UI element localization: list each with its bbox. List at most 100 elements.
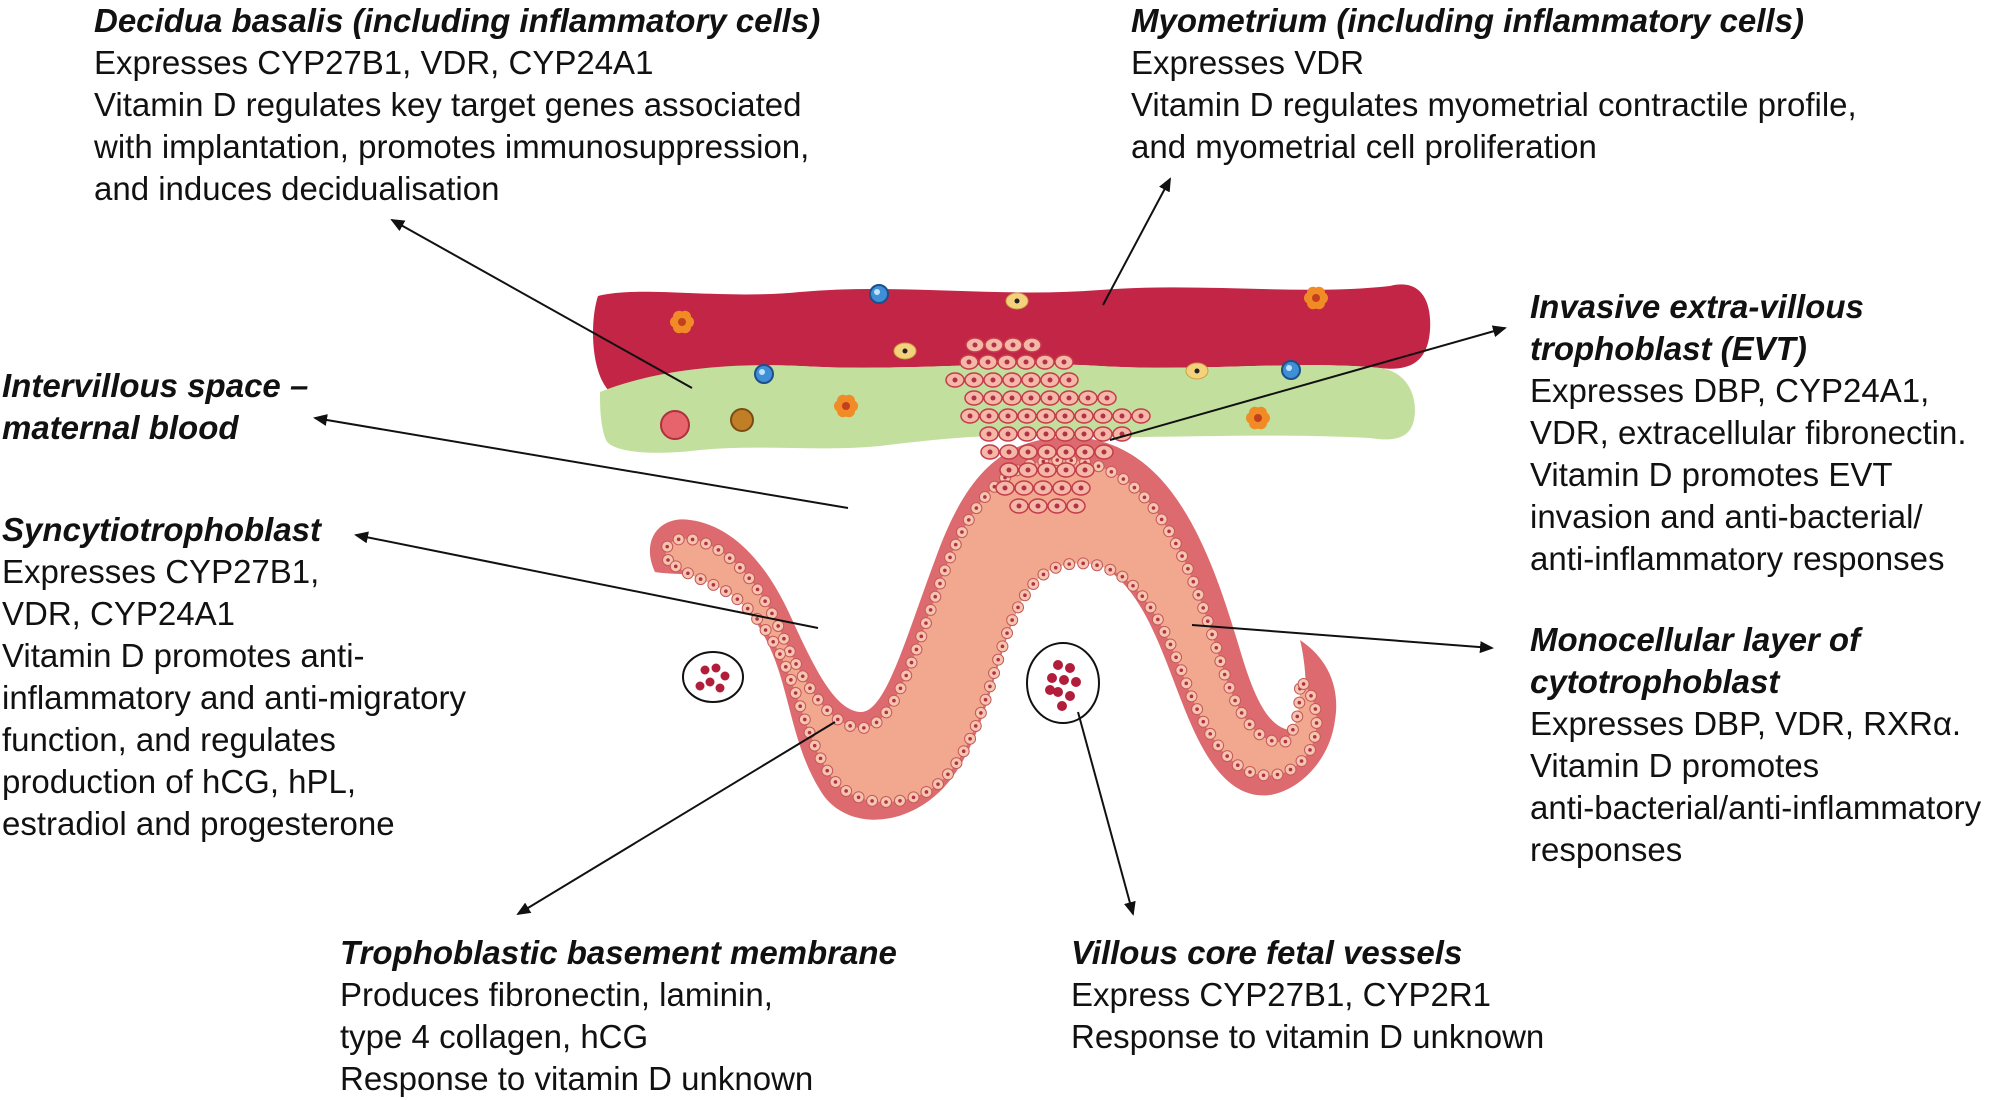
evt-nucleus: [966, 359, 972, 365]
evt-nucleus: [1005, 413, 1011, 419]
cell-highlight: [874, 289, 880, 295]
decidua-text-line: with implantation, promotes immunosuppre…: [94, 128, 810, 165]
evt-text-line: anti-inflammatory responses: [1530, 540, 1945, 577]
cell-nucleus: [1005, 631, 1009, 635]
cell-nucleus: [783, 664, 788, 669]
cell-nucleus: [1269, 738, 1274, 743]
cell-nucleus: [914, 647, 919, 652]
evt-nucleus: [1040, 485, 1046, 491]
cell-nucleus: [966, 518, 971, 522]
cell-nucleus: [992, 671, 996, 675]
evt-nucleus: [987, 449, 993, 455]
cell-nucleus: [961, 749, 966, 754]
cell-nucleus: [848, 724, 852, 728]
arrow-vessels: [1077, 711, 1136, 916]
cell-nucleus: [898, 798, 902, 803]
cell-nucleus: [1184, 681, 1189, 686]
cell-nucleus: [1067, 562, 1072, 566]
red-blood-cell: [700, 665, 710, 675]
cell-nucleus: [1216, 743, 1220, 748]
cell-nucleus: [816, 697, 820, 702]
cell-nucleus: [738, 565, 742, 570]
cell-nucleus: [948, 555, 952, 560]
cell-nucleus: [1055, 458, 1060, 462]
cell-nucleus: [898, 686, 903, 691]
evt-text-line: invasion and anti-bacterial/: [1530, 498, 1923, 535]
cell-nucleus: [1148, 605, 1153, 610]
evt-title-line: trophoblast (EVT): [1530, 330, 1807, 367]
cell-nucleus: [844, 789, 848, 793]
evt-nucleus: [1005, 431, 1011, 437]
evt-nucleus: [1025, 467, 1031, 473]
cell-nucleus: [1041, 459, 1046, 464]
cell-nucleus: [1191, 579, 1196, 584]
basement-title-line: Trophoblastic basement membrane: [340, 934, 897, 971]
cell-nucleus: [983, 495, 987, 499]
evt-nucleus: [1104, 395, 1110, 401]
cell-nucleus: [1208, 732, 1213, 736]
evt-nucleus: [986, 413, 992, 419]
cell-nucleus: [1041, 572, 1046, 577]
evt-nucleus: [1016, 503, 1022, 509]
cell-nucleus: [812, 743, 817, 748]
cell-nucleus: [735, 597, 740, 601]
cell-nucleus: [1023, 593, 1027, 597]
evt-nucleus: [1021, 485, 1027, 491]
cell-nucleus: [1312, 735, 1317, 739]
cell-nucleus: [771, 640, 775, 644]
cell-nucleus: [835, 717, 840, 722]
red-blood-cell: [720, 671, 730, 681]
evt-nucleus: [1002, 485, 1008, 491]
cell-nucleus: [698, 577, 703, 581]
cell-nucleus: [884, 710, 889, 715]
red-blood-cell: [1059, 675, 1069, 685]
cell-nucleus: [808, 686, 812, 691]
red-blood-cell: [1045, 685, 1055, 695]
cell-nucleus: [936, 782, 940, 786]
cell-nucleus: [1195, 707, 1199, 711]
red-blood-cell: [1047, 673, 1057, 683]
cell-nucleus: [818, 756, 823, 761]
fetal-vessel-left: [682, 651, 744, 703]
evt-nucleus: [1078, 485, 1084, 491]
myometrium-text-line: and myometrial cell proliferation: [1131, 128, 1597, 165]
cell-nucleus: [924, 621, 928, 625]
evt-nucleus: [952, 377, 958, 383]
cell-nucleus: [676, 537, 681, 542]
syncytio-text-line: inflammatory and anti-migratory: [2, 679, 466, 716]
cell-nucleus: [1180, 554, 1184, 558]
cell-nucleus: [1308, 748, 1312, 752]
cell-nucleus: [909, 660, 914, 665]
arrow-basement: [516, 721, 836, 916]
cell-nucleus: [1140, 594, 1145, 598]
cell-nucleus: [1201, 719, 1206, 724]
evt-nucleus: [1024, 431, 1030, 437]
cell-nucleus: [1261, 773, 1266, 778]
evt-nucleus: [1028, 395, 1034, 401]
evt-nucleus: [1023, 359, 1029, 365]
cell-nucleus: [825, 768, 830, 773]
cell-nucleus: [1069, 458, 1074, 463]
evt-nucleus: [1044, 449, 1050, 455]
evt-nucleus: [1006, 449, 1012, 455]
cell-nucleus: [1201, 606, 1205, 610]
cell-nucleus: [686, 571, 690, 576]
cell-nucleus: [924, 790, 929, 794]
cell-nucleus: [755, 617, 759, 621]
evt-nucleus: [1081, 413, 1087, 419]
evt-nucleus: [1004, 359, 1010, 365]
cell-nucleus: [1132, 485, 1137, 490]
evt-nucleus: [1085, 395, 1091, 401]
cell-nucleus: [665, 544, 670, 549]
cell-nucleus: [1295, 714, 1300, 719]
evt-nucleus: [1082, 449, 1088, 455]
cell-nucleus: [1297, 700, 1302, 705]
decidua-text-line: Expresses CYP27B1, VDR, CYP24A1: [94, 44, 654, 81]
label-intervillous: Intervillous space –maternal blood: [2, 365, 308, 449]
cell-nucleus: [1194, 368, 1200, 374]
evt-nucleus: [1059, 485, 1065, 491]
myometrium-title-line: Myometrium (including inflammatory cells…: [1131, 2, 1804, 39]
decidua-text-line: and induces decidualisation: [94, 170, 500, 207]
